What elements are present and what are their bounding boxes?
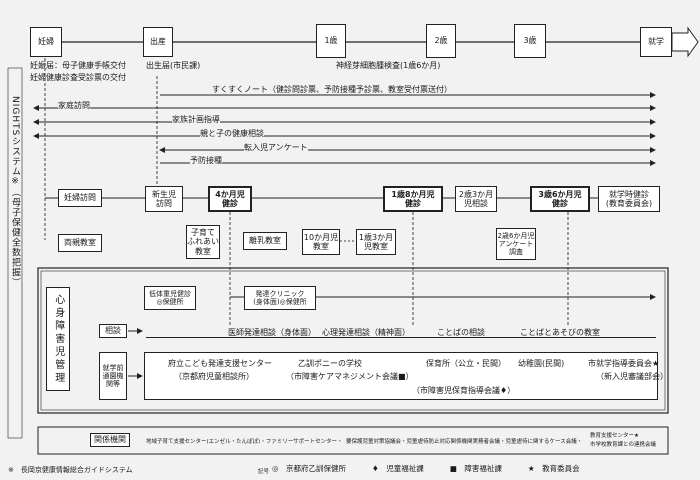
checkup-4m-box: 4か月児 健診	[208, 186, 252, 212]
facility-nursery: 保育所（公立・民間）	[426, 359, 506, 368]
box-label: 新生児 訪問	[152, 189, 176, 208]
checkup-3y6m-box: 3歳6か月児 健診	[530, 186, 590, 212]
pregnant-visit-box: 妊婦訪問	[58, 189, 102, 207]
box-label: 妊婦訪問	[64, 193, 96, 203]
box-label: 2歳3か月 児相談	[458, 189, 494, 208]
related-right-2: 市学校教育課との連携会議	[590, 442, 656, 448]
box-label: 子育て ふれあい 教室	[187, 228, 219, 256]
legend-text: 教育委員会	[542, 464, 580, 473]
box-label: 発達クリニック (身体面)◎保健所	[253, 289, 307, 306]
stage-school: 就学	[640, 27, 672, 57]
facility-school-guidance: 市就学指導委員会★	[588, 359, 660, 368]
parenting-class-box: 子育て ふれあい 教室	[186, 225, 220, 259]
dev-clinic-box: 発達クリニック (身体面)◎保健所	[244, 286, 316, 310]
consult-speech-play: ことばとあそびの教室	[520, 328, 600, 337]
stage-label: 就学	[648, 37, 664, 47]
parent-class-box: 両親教室	[58, 234, 102, 252]
box-label: 3歳6か月児 健診	[538, 189, 582, 208]
box-label: 4か月児 健診	[215, 189, 245, 208]
family-planning-label: 家族計画指導	[172, 114, 220, 125]
class-1y3m-box: 1歳3か月 児教室	[356, 229, 396, 255]
school-checkup-box: 就学時健診 (教育委員会)	[598, 186, 660, 212]
weaning-class-box: 離乳教室	[243, 232, 287, 250]
related-right-1: 教育支援センター★	[590, 433, 639, 439]
note-birth-registration: 出生届(市民課)	[146, 61, 201, 70]
stage-3y: 3歳	[514, 24, 546, 58]
legend-symbol: ★	[527, 464, 535, 473]
facility-nursery-meeting: （市障害児保育指導会議♦）	[412, 386, 516, 395]
stage-1y: 1歳	[316, 24, 346, 58]
box-label: 関係機関	[94, 435, 126, 445]
box-label: 2歳6か月児 アンケート 調査	[497, 231, 535, 257]
box-label: 1歳3か月 児教室	[358, 232, 394, 251]
legend: ◎ 京都府乙訓保健所 ♦ 児童福祉課 ■ 障害福祉課 ★ 教育委員会	[272, 463, 580, 474]
facility-dev-center: 府立こども発達支援センター	[168, 359, 272, 368]
consult-underline	[146, 337, 656, 338]
stage-label: 妊婦	[38, 37, 54, 47]
home-visit-label: 家庭訪問	[58, 100, 90, 111]
consult-2y3m-box: 2歳3か月 児相談	[455, 186, 497, 212]
facilities-box	[144, 352, 658, 400]
stage-label: 3歳	[523, 36, 537, 46]
consult-doctor: 医師発達相談（身体面）	[228, 328, 316, 337]
stage-birth: 出産	[143, 27, 173, 57]
vaccination-label: 予防接種	[190, 155, 222, 166]
related-left: 地域子育て支援センター(エンゼル・たんぽぽ)・ファミリーサポートセンター・	[146, 439, 343, 445]
legend-item: ★ 教育委員会	[528, 463, 580, 474]
parent-child-label: 親と子の健康相談	[200, 128, 264, 139]
stage-label: 出産	[150, 37, 166, 47]
legend-text: 障害福祉課	[464, 464, 502, 473]
related-middle: 要保護児童対策協議会・児童虐待防止対応関係機関実務者会議・児童虐待に関するケース…	[346, 439, 583, 445]
box-label: 低体重児健診 ◎保健所	[149, 289, 191, 306]
checkup-1y8m-box: 1歳8か月児 健診	[383, 186, 443, 212]
facility-care-meeting: （市障害ケアマネジメント会議■）	[286, 372, 414, 381]
note-pregnancy-registration: 妊娠届：母子健康手帳交付	[30, 61, 126, 70]
box-label: 離乳教室	[249, 236, 281, 246]
legend-symbol: ♦	[372, 464, 379, 473]
legend-item: ♦ 児童福祉課	[372, 463, 424, 474]
facility-pony-school: 乙訓ポニーの学校	[298, 359, 362, 368]
pre-school-label-box: 就学前通園機関等	[99, 352, 127, 400]
footer-note: ※ 長岡京健康情報総合ガイドシステム	[8, 466, 133, 474]
box-label: 10か月児 教室	[303, 232, 339, 251]
stage-2y: 2歳	[426, 24, 456, 58]
consult-psych: 心理発達相談（精神面）	[322, 328, 410, 337]
box-label: 就学時健診 (教育委員会)	[605, 189, 653, 208]
sukusuku-note-label: すくすくノート（健診問診票、予防接種予診票、教室受付票送付）	[212, 85, 452, 94]
legend-item: ◎ 京都府乙訓保健所	[272, 463, 346, 474]
note-pregnancy-checkup: 妊婦健康診査受診票の交付	[30, 73, 126, 82]
consult-speech: ことばの相談	[437, 328, 485, 337]
box-label: 両親教室	[64, 238, 96, 248]
legend-text: 京都府乙訓保健所	[286, 464, 347, 473]
facility-kindergarten: 幼稚園(民間)	[518, 359, 565, 368]
stage-label: 2歳	[434, 36, 448, 46]
consult-label-box: 相談	[99, 324, 127, 338]
low-weight-checkup-box: 低体重児健診 ◎保健所	[144, 286, 196, 310]
facility-new-child-council: （新入児審議部会）	[596, 372, 668, 381]
stage-pregnancy: 妊婦	[30, 27, 62, 57]
survey-2y6m-box: 2歳6か月児 アンケート 調査	[496, 228, 536, 260]
legend-text: 児童福祉課	[386, 464, 424, 473]
legend-item: ■ 障害福祉課	[450, 463, 502, 474]
class-10m-box: 10か月児 教室	[302, 229, 340, 255]
transfer-survey-label: 転入児アンケート	[244, 142, 308, 153]
box-label: 就学前通園機関等	[102, 363, 124, 389]
legend-symbol: ◎	[272, 464, 279, 473]
box-label: 心身障害児管理	[52, 293, 64, 385]
disability-management-box: 心身障害児管理	[46, 287, 70, 391]
box-label: 相談	[105, 326, 121, 336]
box-label: 1歳8か月児 健診	[391, 189, 435, 208]
legend-label: 記号	[258, 469, 270, 475]
related-label-box: 関係機関	[90, 433, 130, 447]
stage-label: 1歳	[324, 36, 338, 46]
newborn-visit-box: 新生児 訪問	[145, 186, 183, 212]
legend-symbol: ■	[449, 464, 457, 473]
facility-child-consult: （京都府児童相談所）	[174, 372, 254, 381]
nights-system-label: NIGHTSシステム※（母子保健全数把握）	[10, 96, 20, 288]
note-neuroblastoma: 神経芽細胞腫検査(1歳6か月)	[336, 61, 441, 70]
